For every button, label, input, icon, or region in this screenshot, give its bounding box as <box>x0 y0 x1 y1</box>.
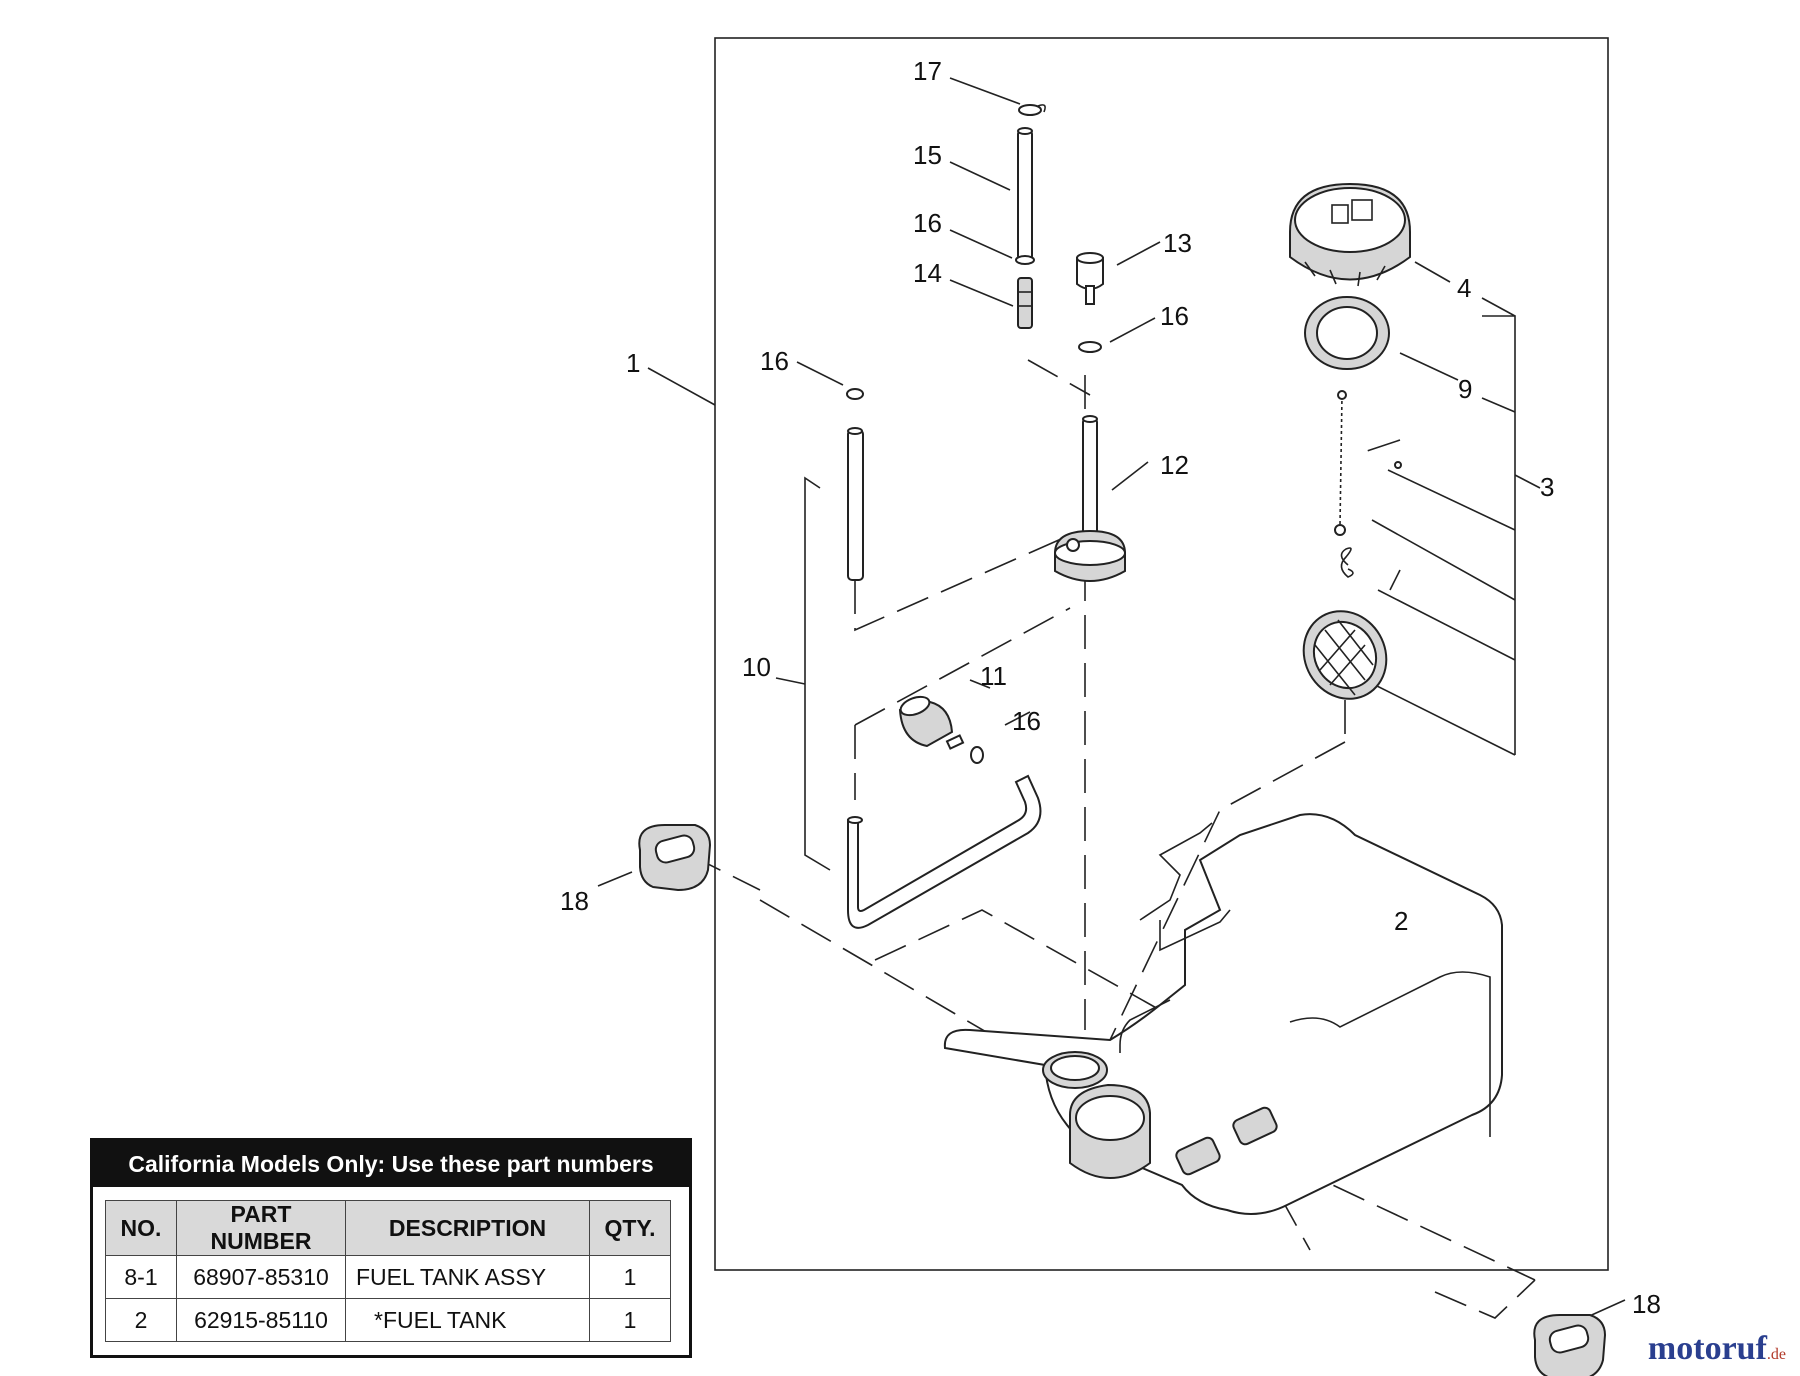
part-15-tube <box>1017 127 1033 261</box>
callout-4: 4 <box>1457 273 1471 303</box>
part-16-oring-b <box>1078 341 1102 353</box>
watermark-logo: motoruf.de <box>1648 1330 1786 1368</box>
cell-part-number: 68907-85310 <box>176 1255 346 1299</box>
part-9-gasket <box>1304 296 1390 370</box>
callout-17: 17 <box>913 56 942 86</box>
col-part-number: PART NUMBER <box>176 1200 346 1256</box>
cell-no: 8-1 <box>105 1255 177 1299</box>
callout-16: 16 <box>1160 301 1189 331</box>
table-row: 8-1 68907-85310 FUEL TANK ASSY 1 <box>105 1255 671 1299</box>
callout-18: 18 <box>560 886 589 916</box>
callout-12: 12 <box>1160 450 1189 480</box>
table-row: 2 62915-85110 *FUEL TANK 1 <box>105 1298 671 1342</box>
part-16-oring-d <box>970 746 984 764</box>
table-title: California Models Only: Use these part n… <box>93 1141 689 1187</box>
callout-11: 11 <box>980 661 1007 691</box>
watermark-tld: .de <box>1766 1346 1786 1363</box>
col-no: NO. <box>105 1200 177 1256</box>
cell-description: FUEL TANK ASSY <box>345 1255 590 1299</box>
callout-3: 3 <box>1540 472 1554 502</box>
parts-grid: NO. PART NUMBER DESCRIPTION QTY. 8-1 689… <box>105 1200 671 1342</box>
callout-16: 16 <box>913 208 942 238</box>
part-17-clip <box>1018 104 1046 116</box>
callout-18: 18 <box>1632 1289 1661 1319</box>
part-18-grommet-left <box>638 824 712 892</box>
cell-part-number: 62915-85110 <box>176 1298 346 1342</box>
part-14-connector <box>1017 277 1033 329</box>
callout-15: 15 <box>913 140 942 170</box>
cap-tether-chain <box>1334 390 1402 578</box>
cell-qty: 1 <box>589 1255 671 1299</box>
callout-14: 14 <box>913 258 942 288</box>
part-11-filter <box>898 695 965 750</box>
cell-description: *FUEL TANK <box>345 1298 590 1342</box>
part-2-fuel-tank <box>943 813 1503 1215</box>
callout-16: 16 <box>760 346 789 376</box>
assembly-frame <box>714 37 1609 1271</box>
part-18-grommet-right <box>1533 1314 1607 1376</box>
callout-13: 13 <box>1163 228 1192 258</box>
callout-10: 10 <box>742 652 771 682</box>
leader-lines <box>597 77 1626 1319</box>
part-16-oring-a <box>1015 255 1035 265</box>
callout-9: 9 <box>1458 374 1472 404</box>
part-16-oring-c <box>846 388 864 400</box>
cell-no: 2 <box>105 1298 177 1342</box>
california-parts-table: California Models Only: Use these part n… <box>90 1138 692 1358</box>
part-12-grommet <box>1054 415 1126 582</box>
callout-labels: 17 15 16 14 13 16 16 1 12 4 9 3 10 11 16… <box>560 56 1661 1319</box>
watermark-brand: motoruf <box>1647 1330 1767 1367</box>
part-4-fuel-cap <box>1289 182 1411 287</box>
callout-1: 1 <box>626 348 640 378</box>
callout-2: 2 <box>1394 906 1408 936</box>
callout-16: 16 <box>1012 706 1041 736</box>
cell-qty: 1 <box>589 1298 671 1342</box>
part-10-hose <box>847 427 1042 929</box>
tank-screen-filter <box>1302 610 1388 700</box>
col-qty: QTY. <box>589 1200 671 1256</box>
part-13-vent <box>1076 252 1104 305</box>
col-description: DESCRIPTION <box>345 1200 590 1256</box>
table-header-row: NO. PART NUMBER DESCRIPTION QTY. <box>105 1200 671 1256</box>
